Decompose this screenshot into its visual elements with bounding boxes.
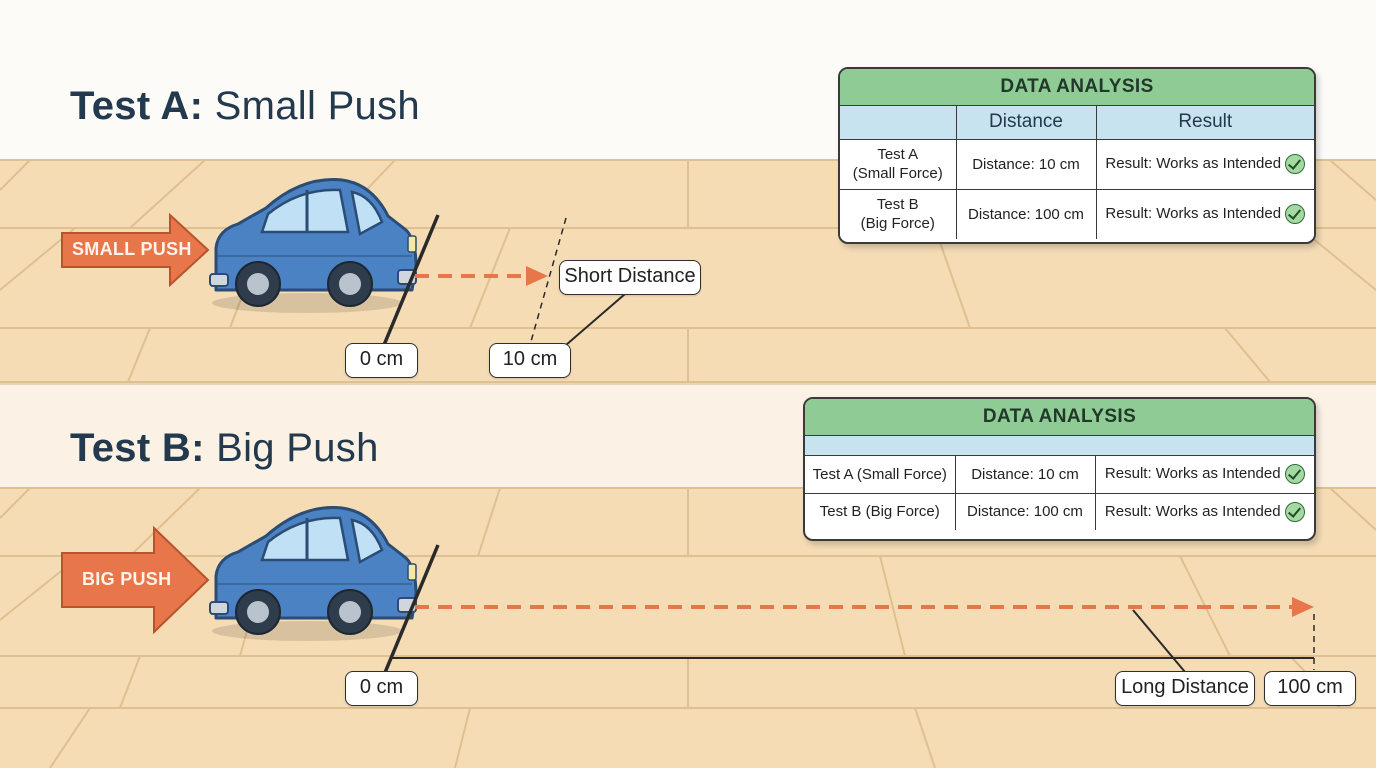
short-distance-tag: Short Distance xyxy=(559,260,701,295)
row-test: Test A (Small Force) xyxy=(805,456,956,494)
row-result: Result: Works as Intended xyxy=(1104,502,1281,520)
row-test-cell: Test A (Small Force) xyxy=(840,138,957,190)
table-row: Test B (Big Force) Distance: 100 cm Resu… xyxy=(805,492,1314,530)
check-circle-icon xyxy=(1284,464,1305,485)
test-a-heading-bold: Test A: xyxy=(70,84,204,128)
panel-top-table: Distance Result Test A (Small Force) Dis… xyxy=(840,106,1314,239)
start-line-a xyxy=(382,214,440,346)
row-result: Result: Works as Intended xyxy=(1105,205,1282,223)
row-result-cell: Result: Works as Intended xyxy=(1095,138,1314,190)
row-test: Test B (Big Force) xyxy=(805,492,956,530)
panel-bottom-band xyxy=(805,436,1314,456)
row-distance: Distance: 10 cm xyxy=(955,138,1097,190)
row-test-line2: (Big Force) xyxy=(860,215,935,233)
data-analysis-panel-bottom: DATA ANALYSIS Test A (Small Force) Dista… xyxy=(803,397,1316,541)
end-marker-a xyxy=(529,217,567,346)
panel-top-header-result: Result xyxy=(1095,106,1314,140)
start-tag-b: 0 cm xyxy=(345,671,418,706)
row-distance: Distance: 10 cm xyxy=(954,456,1096,494)
small-push-label: SMALL PUSH xyxy=(72,239,192,259)
data-analysis-panel-top: DATA ANALYSIS Distance Result Test A (Sm… xyxy=(838,67,1316,244)
row-test-line1: Test B xyxy=(876,196,919,214)
long-distance-arrow-head xyxy=(1292,597,1314,617)
table-row: Test A (Small Force) Distance: 10 cm Res… xyxy=(840,138,1314,190)
row-distance: Distance: 100 cm xyxy=(955,188,1097,239)
check-circle-icon xyxy=(1285,204,1306,225)
table-row: Test A (Small Force) Distance: 10 cm Res… xyxy=(805,456,1314,494)
long-distance-tag: Long Distance xyxy=(1115,671,1255,706)
small-push-arrow xyxy=(61,212,210,288)
panel-top-header-test xyxy=(840,106,957,140)
end-tag-a: 10 cm xyxy=(489,343,571,378)
test-b-heading: Test B: Big Push xyxy=(70,426,379,471)
test-b-heading-rest: Big Push xyxy=(216,426,379,470)
row-distance: Distance: 100 cm xyxy=(954,492,1096,530)
check-circle-icon xyxy=(1284,501,1305,522)
row-result-cell: Result: Works as Intended xyxy=(1094,456,1314,494)
row-result-cell: Result: Works as Intended xyxy=(1095,188,1314,239)
short-distance-leader xyxy=(565,293,626,346)
start-tag-a: 0 cm xyxy=(345,343,418,378)
big-push-arrow xyxy=(61,525,210,635)
panel-top-header-distance: Distance xyxy=(955,106,1097,140)
row-result-cell: Result: Works as Intended xyxy=(1094,492,1314,530)
test-b-heading-bold: Test B: xyxy=(70,426,205,470)
panel-bottom-title: DATA ANALYSIS xyxy=(805,399,1314,436)
start-line-b xyxy=(382,544,440,676)
test-a-heading: Test A: Small Push xyxy=(70,84,420,129)
panel-bottom-table: Test A (Small Force) Distance: 10 cm Res… xyxy=(805,456,1314,530)
test-a-heading-rest: Small Push xyxy=(214,84,420,128)
panel-top-header-row: Distance Result xyxy=(840,106,1314,140)
row-test-line2: (Small Force) xyxy=(852,165,943,182)
short-distance-arrow-head xyxy=(526,266,548,286)
big-push-label: BIG PUSH xyxy=(82,569,172,589)
panel-top-title: DATA ANALYSIS xyxy=(840,69,1314,106)
row-test-line1: Test A xyxy=(877,146,919,163)
row-test-cell: Test B (Big Force) xyxy=(840,188,957,239)
row-result: Result: Works as Intended xyxy=(1105,154,1282,172)
check-circle-icon xyxy=(1285,154,1306,174)
row-result: Result: Works as Intended xyxy=(1104,465,1281,483)
long-distance-leader xyxy=(1132,609,1186,673)
end-tag-b: 100 cm xyxy=(1264,671,1356,706)
table-row: Test B (Big Force) Distance: 100 cm Resu… xyxy=(840,188,1314,239)
